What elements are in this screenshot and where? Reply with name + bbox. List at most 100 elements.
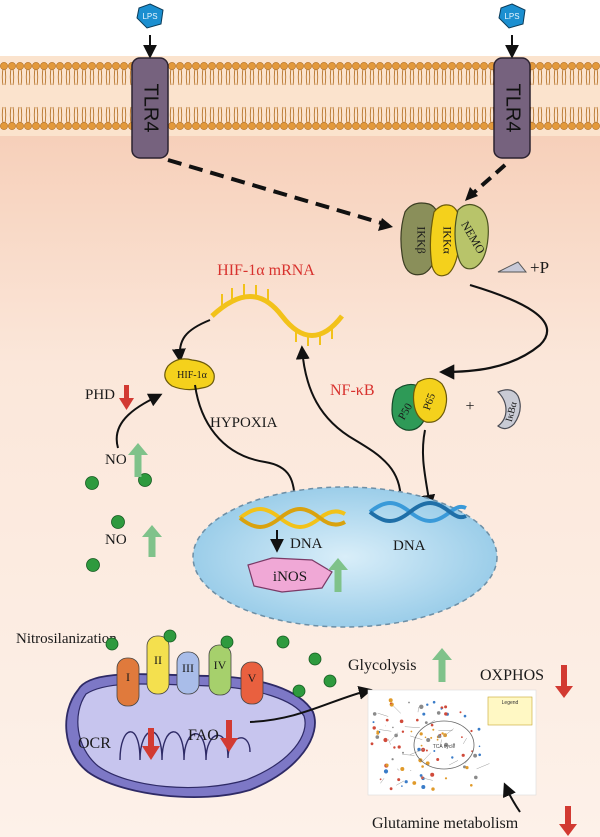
- map-node: [436, 738, 439, 741]
- phd-label: PHD: [85, 387, 115, 403]
- map-node: [430, 723, 434, 727]
- nucleus: [192, 486, 498, 628]
- etc-complex-label-1: I: [126, 670, 130, 684]
- metabolic-map-center-label: TCA cycle: [433, 744, 456, 750]
- p65-label: P65: [421, 391, 438, 412]
- no-molecules: [85, 473, 152, 572]
- lps-right-icon: LPS: [498, 3, 526, 29]
- mito-no-molecules: [105, 629, 337, 698]
- map-node: [430, 772, 435, 777]
- map-edge: [390, 732, 399, 742]
- ikba-protein: IκBα: [496, 389, 521, 430]
- map-node: [370, 742, 374, 746]
- glutamine-arrow: [502, 782, 521, 813]
- inos-protein: iNOS: [247, 557, 333, 593]
- map-node: [372, 721, 375, 724]
- map-edge: [377, 712, 389, 717]
- map-node: [425, 749, 428, 752]
- map-node: [410, 730, 413, 733]
- tlr4-left-receptor: TLR4: [131, 35, 169, 159]
- dna-left-label: DNA: [290, 536, 323, 552]
- nfkb-complex: P50 P65: [391, 377, 448, 431]
- map-node: [388, 698, 393, 703]
- map-node: [404, 780, 408, 784]
- dna-right-label: DNA: [393, 538, 426, 554]
- dna-to-mrna-arrow: [295, 345, 402, 509]
- map-node: [433, 750, 436, 752]
- hif-1a-protein-label: HIF-1α: [177, 370, 207, 381]
- map-node: [426, 738, 431, 742]
- hypoxia-label: HYPOXIA: [210, 415, 278, 431]
- etc-complex-4: [208, 644, 232, 696]
- hif-mrna-strand: [210, 284, 344, 346]
- map-edge: [393, 705, 401, 714]
- glycolysis-label: Glycolysis: [348, 657, 416, 674]
- glutamine-down-arrow-icon: [559, 806, 577, 836]
- plus-sign: +: [465, 398, 474, 415]
- map-node: [421, 765, 424, 768]
- arrowhead: [378, 218, 393, 231]
- map-node: [444, 705, 448, 709]
- map-node: [417, 747, 421, 752]
- map-edge: [388, 739, 391, 745]
- map-node: [412, 781, 417, 785]
- map-node: [439, 733, 442, 736]
- map-node: [393, 746, 396, 749]
- map-edge: [440, 739, 442, 747]
- ikba-label: IκBα: [504, 400, 520, 423]
- ikk-to-nfkb-arrow: [438, 283, 549, 380]
- map-node: [470, 729, 473, 733]
- map-node: [420, 744, 423, 747]
- phosphate-icon: [497, 261, 528, 273]
- tlr4-left-signal-arrow: [167, 158, 389, 227]
- nitrosilanization-label: Nitrosilanization: [16, 631, 117, 647]
- map-node: [459, 711, 462, 714]
- no-label-upper: NO: [105, 452, 127, 468]
- map-node: [399, 719, 404, 724]
- no-to-phd-arrow: [115, 393, 163, 449]
- map-node: [408, 701, 410, 704]
- oxphos-down-arrow-icon: [555, 665, 573, 698]
- map-node: [372, 726, 376, 730]
- map-node: [432, 700, 436, 704]
- no-upper-up-arrow-icon: [128, 443, 148, 477]
- map-node: [436, 758, 440, 761]
- tlr4-right-receptor: TLR4: [493, 35, 531, 159]
- map-node: [391, 758, 394, 761]
- map-node: [461, 753, 465, 757]
- etc-complex-3: [176, 651, 200, 695]
- hif-mrna-label: HIF-1α mRNA: [217, 262, 315, 279]
- map-node: [424, 736, 427, 739]
- map-node: [400, 767, 405, 771]
- ikka-label: IKKα: [440, 226, 454, 254]
- map-node: [376, 730, 380, 733]
- tlr4-right-label: TLR4: [502, 84, 524, 133]
- map-node: [385, 763, 389, 767]
- map-node: [478, 745, 481, 748]
- oxphos-label: OXPHOS: [480, 667, 544, 684]
- metabolic-map-nodes: [370, 698, 490, 791]
- map-node: [372, 712, 377, 716]
- map-edge: [448, 760, 459, 766]
- map-node: [474, 775, 478, 780]
- map-node: [444, 777, 448, 780]
- map-node: [402, 751, 404, 754]
- map-edge: [443, 728, 454, 737]
- etc-complex-label-5: V: [248, 671, 257, 685]
- map-node: [397, 778, 401, 782]
- tlr4-right-signal-arrow: [468, 163, 507, 198]
- map-node: [375, 735, 380, 739]
- metabolic-map-legend: [487, 696, 533, 726]
- map-node: [440, 708, 443, 710]
- lps-left-label: LPS: [142, 12, 157, 21]
- hif-1a-protein: HIF-1α: [164, 358, 215, 391]
- map-node: [430, 736, 433, 739]
- map-node: [419, 774, 423, 777]
- map-node: [383, 769, 389, 774]
- map-edge: [476, 763, 490, 770]
- map-node: [397, 745, 401, 749]
- dna-left-helix: [238, 507, 346, 529]
